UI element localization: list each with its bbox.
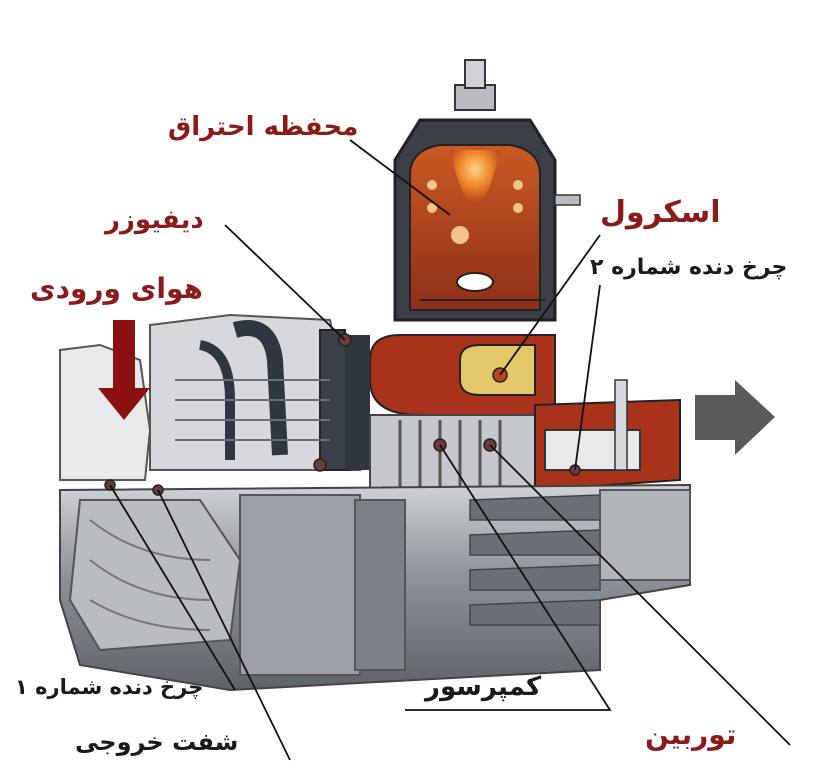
leader-compressor: [405, 444, 612, 711]
label-combustion-chamber: محفظه احتراق: [168, 112, 359, 142]
label-compressor: کمپرسور: [425, 672, 542, 702]
leader-gear-1: [109, 484, 236, 691]
scroll-volute: [369, 334, 556, 416]
leader-gear-2: [574, 284, 601, 471]
label-turbine: توربین: [645, 718, 737, 751]
igniter-tip: [464, 59, 486, 89]
label-scroll: اسکرول: [600, 195, 721, 230]
leader-turbine: [489, 444, 791, 746]
label-inlet-air: هوای ورودی: [30, 272, 203, 305]
inlet-air-arrow: [98, 320, 150, 420]
flame: [450, 150, 500, 205]
leader-lines: [109, 139, 791, 761]
leader-combustion: [349, 139, 451, 216]
main-shaft-casing: [59, 483, 691, 692]
label-output-shaft: شفت خروجی: [75, 728, 239, 756]
exhaust-arrow: [695, 380, 775, 455]
label-diffuser: دیفیوزر: [105, 205, 204, 235]
igniter-top: [454, 84, 496, 111]
leader-scroll: [499, 234, 601, 376]
leader-output-shaft: [157, 489, 291, 761]
leader-diffuser: [224, 224, 346, 341]
combustion-chamber-housing: [393, 59, 581, 322]
label-gear-2: چرخ دنده شماره ۲: [590, 255, 788, 280]
label-gear-1: چرخ دنده شماره ۱: [15, 675, 204, 699]
